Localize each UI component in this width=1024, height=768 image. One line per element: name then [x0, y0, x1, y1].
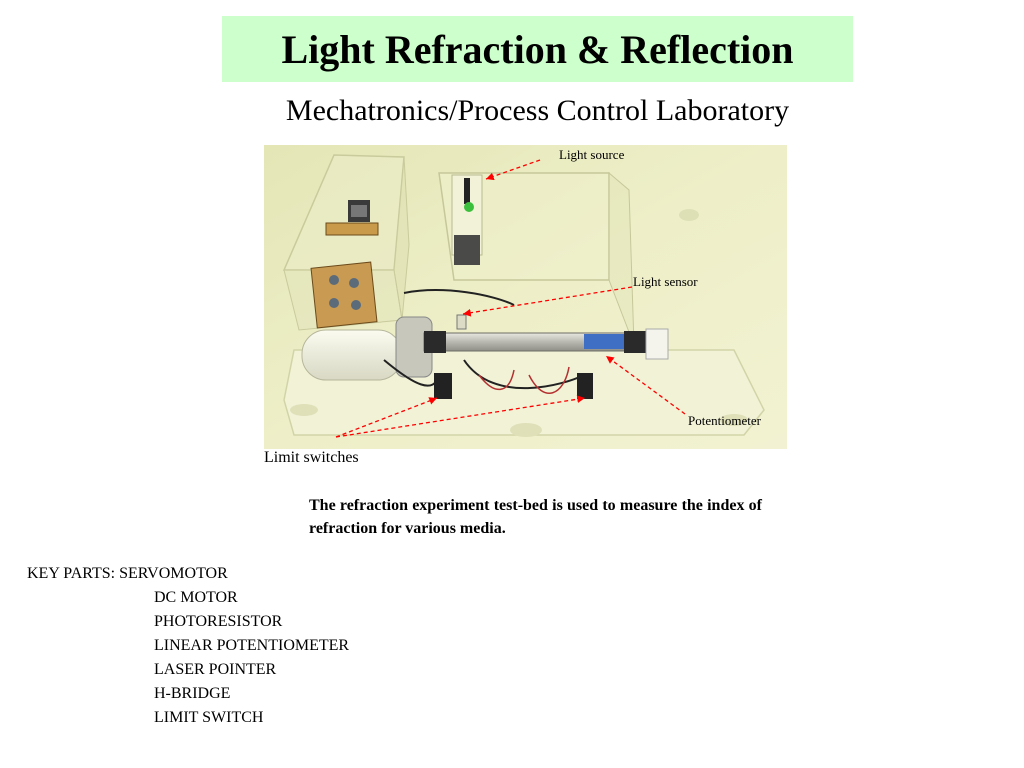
callout-limit-switches: Limit switches [264, 449, 359, 466]
testbed-photo [264, 145, 787, 449]
title-banner: Light Refraction & Reflection [222, 16, 853, 82]
slide-subtitle: Mechatronics/Process Control Laboratory [285, 94, 790, 127]
callout-light-sensor: Light sensor [633, 274, 698, 289]
key-part-item: DC MOTOR [154, 589, 238, 606]
key-part-item: SERVOMOTOR [119, 565, 228, 582]
key-part-item: LIMIT SWITCH [154, 709, 264, 726]
description-text: The refraction experiment test-bed is us… [309, 497, 762, 537]
slide-title: Light Refraction & Reflection [281, 26, 794, 72]
callout-light-source: Light source [559, 147, 625, 162]
key-part-item: LASER POINTER [154, 661, 277, 678]
callout-potentiometer: Potentiometer [688, 413, 761, 428]
key-part-item: PHOTORESISTOR [154, 613, 283, 630]
key-parts-list: KEY PARTS: SERVOMOTOR DC MOTOR PHOTORESI… [27, 562, 349, 730]
key-part-item: H-BRIDGE [154, 685, 231, 702]
key-parts-heading: KEY PARTS: [27, 565, 116, 582]
key-parts-heading-row: KEY PARTS: SERVOMOTOR [27, 562, 349, 586]
key-part-item: LINEAR POTENTIOMETER [154, 637, 350, 654]
